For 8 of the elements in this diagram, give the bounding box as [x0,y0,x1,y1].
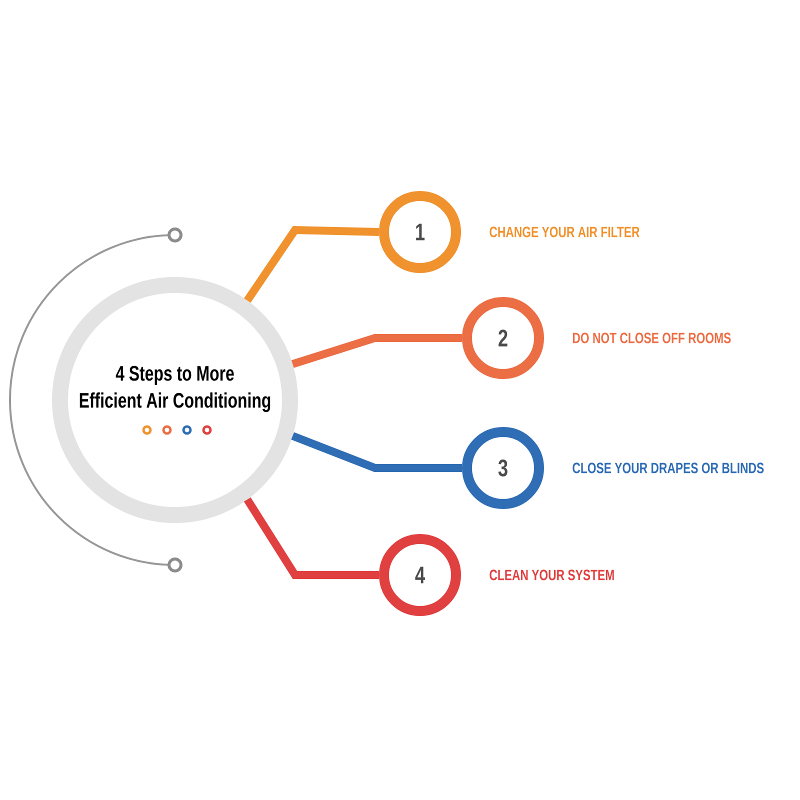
connector [291,334,462,368]
connector [291,432,462,472]
step-label: CLOSE YOUR DRAPES OR BLINDS [572,462,764,474]
step-label: DO NOT CLOSE OFF ROOMS [572,332,731,344]
step-label: CHANGE YOUR AIR FILTER [490,226,640,238]
step-label: CLEAN YOUR SYSTEM [490,570,614,580]
connector [244,226,380,303]
connector [244,497,379,579]
